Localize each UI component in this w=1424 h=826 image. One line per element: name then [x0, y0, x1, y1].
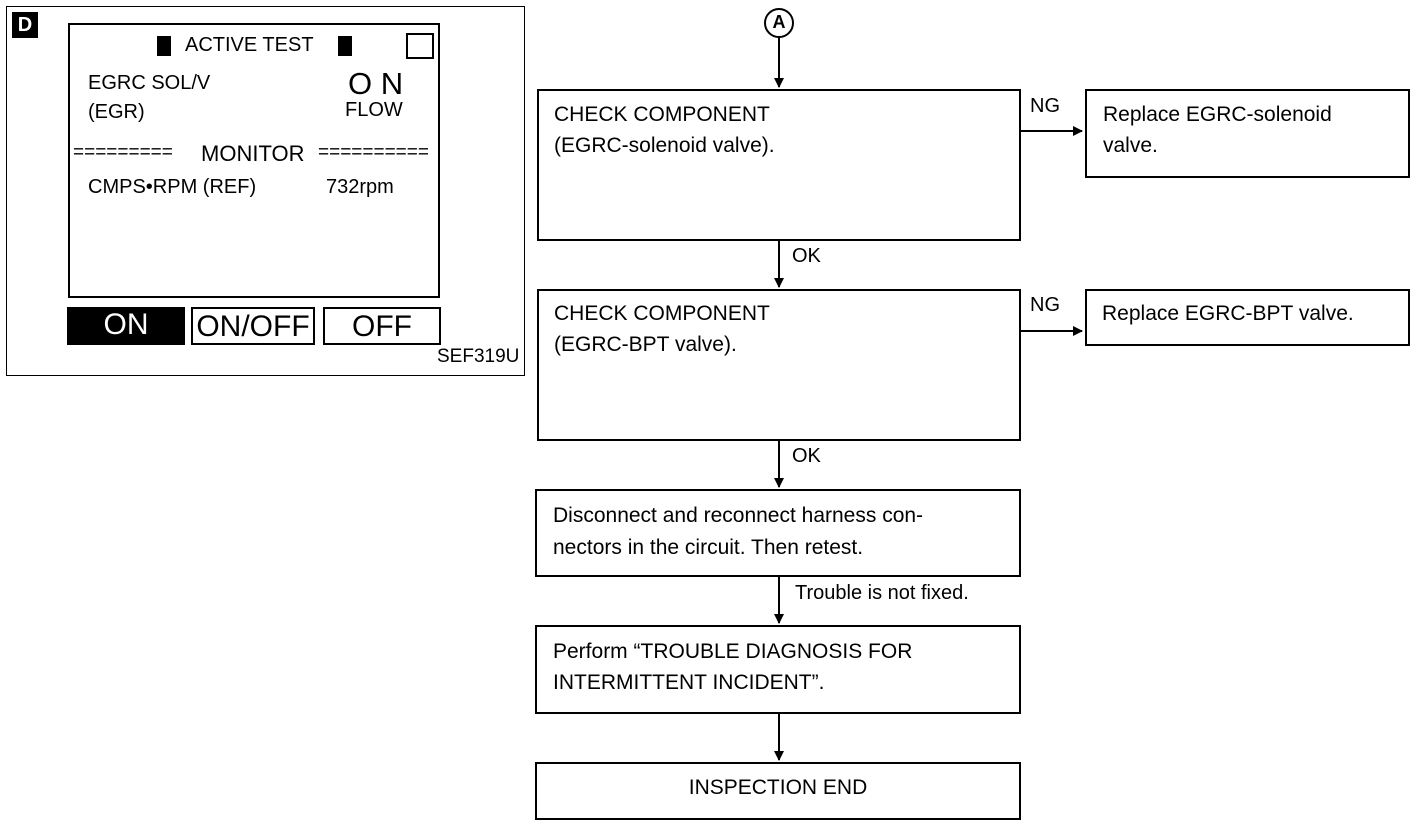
- test-item-name: EGRC SOL/V: [88, 72, 211, 94]
- end-box: [535, 762, 1021, 820]
- step2-ng-box: [1085, 289, 1410, 346]
- step3-line1: Disconnect and reconnect harness con-: [553, 504, 924, 527]
- test-item-sub: (EGR): [88, 101, 145, 123]
- trouble-label: Trouble is not fixed.: [795, 582, 969, 604]
- step1-ng-line2: valve.: [1103, 134, 1158, 157]
- print-checkbox-icon[interactable]: [406, 33, 434, 59]
- step1-ng-line1: Replace EGRC-solenoid: [1103, 103, 1332, 126]
- step2-ng-label: NG: [1030, 294, 1060, 316]
- step3-line2: nectors in the circuit. Then retest.: [553, 536, 864, 559]
- consult-display: [68, 23, 440, 298]
- step1-line1: CHECK COMPONENT: [554, 103, 770, 126]
- test-value-sub: FLOW: [345, 99, 403, 121]
- step2-line1: CHECK COMPONENT: [554, 302, 770, 325]
- end-label: INSPECTION END: [688, 776, 868, 799]
- step2-line2: (EGRC-BPT valve).: [554, 333, 737, 356]
- on-off-button[interactable]: ON/OFF: [191, 307, 315, 345]
- monitor-value: 732rpm: [326, 176, 394, 198]
- ok1-label: OK: [792, 245, 821, 267]
- title-left-marker: [157, 36, 171, 56]
- connector-a-label: A: [772, 12, 786, 32]
- monitor-label: MONITOR: [201, 141, 305, 166]
- consult-screen-figure: [6, 6, 525, 376]
- off-button[interactable]: OFF: [323, 307, 441, 345]
- step1-ng-label: NG: [1030, 95, 1060, 117]
- step4-box: [535, 625, 1021, 714]
- title-right-marker: [338, 36, 352, 56]
- step4-line1: Perform “TROUBLE DIAGNOSIS FOR: [553, 640, 913, 663]
- step2-box: [537, 289, 1021, 441]
- step1-line2: (EGRC-solenoid valve).: [554, 134, 775, 157]
- ok2-label: OK: [792, 445, 821, 467]
- test-value: O N: [348, 66, 404, 101]
- step1-box: [537, 89, 1021, 241]
- monitor-divider-left: =========: [73, 142, 173, 163]
- figure-code: SEF319U: [437, 346, 520, 367]
- screen-title: ACTIVE TEST: [185, 34, 314, 56]
- figure-badge: D: [12, 12, 38, 38]
- step3-box: [535, 489, 1021, 577]
- monitor-divider-right: ==========: [318, 142, 429, 163]
- step4-line2: INTERMITTENT INCIDENT”.: [553, 671, 825, 694]
- step2-ng-line: Replace EGRC-BPT valve.: [1102, 302, 1354, 325]
- step1-ng-box: [1085, 89, 1410, 178]
- monitor-item: CMPS•RPM (REF): [88, 176, 257, 198]
- on-button[interactable]: ON: [67, 307, 185, 345]
